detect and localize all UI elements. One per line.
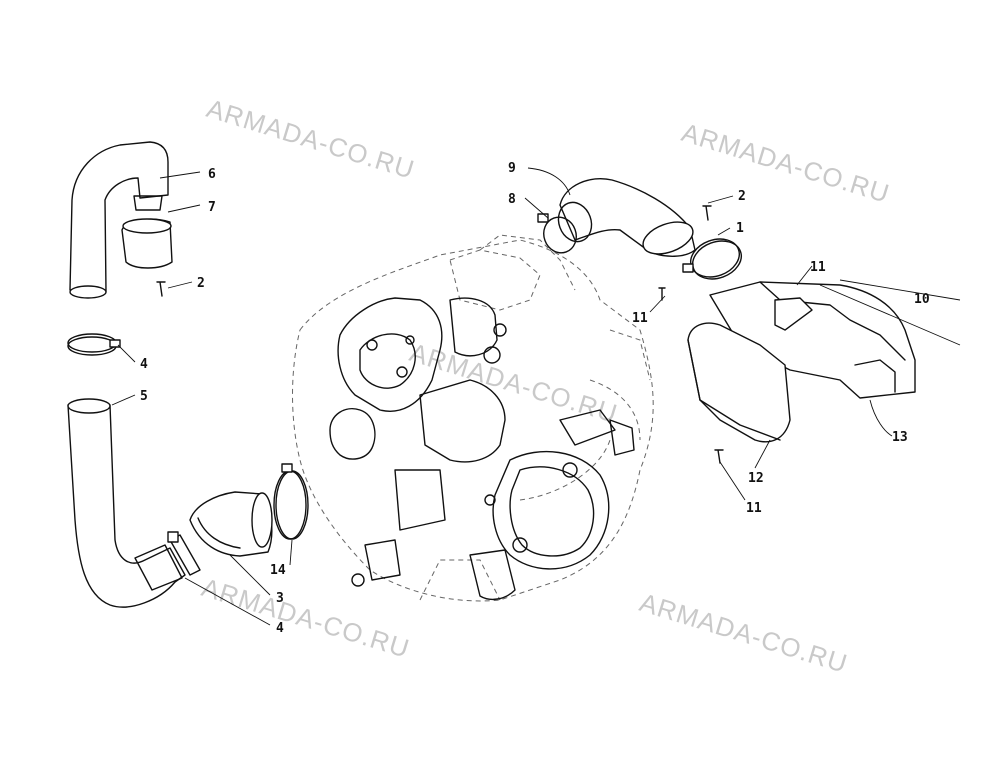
air-box-cover	[687, 322, 791, 443]
watermark: ARMADA-CO.RU	[636, 587, 851, 679]
callout-4: 4	[276, 621, 284, 636]
callout-11: 11	[746, 501, 762, 516]
callout-2: 2	[197, 276, 205, 291]
callout-11: 11	[632, 311, 648, 326]
callout-5: 5	[140, 389, 148, 404]
callout-13: 13	[892, 430, 908, 445]
callout-4: 4	[140, 357, 148, 372]
clamp	[682, 238, 742, 280]
callout-2: 2	[738, 189, 746, 204]
watermark: ARMADA-CO.RU	[406, 337, 621, 429]
callout-14: 14	[270, 563, 286, 578]
screw	[714, 449, 724, 464]
callout-1: 1	[736, 221, 744, 236]
intake-duct-upper	[69, 141, 169, 299]
callout-3: 3	[276, 591, 284, 606]
screw	[156, 281, 166, 297]
hose-clamp	[67, 333, 121, 356]
screw	[702, 205, 712, 221]
leader-lines	[111, 167, 961, 626]
intake-boot	[189, 491, 273, 557]
intake-cap	[121, 218, 173, 269]
callout-8: 8	[508, 192, 516, 207]
watermark: ARMADA-CO.RU	[198, 572, 413, 664]
hose-clamp	[167, 531, 201, 576]
air-box-housing	[709, 281, 916, 399]
ring-clamp	[273, 463, 309, 540]
callout-labels: 6 7 2 4 5 3 4 14 9 8 2 1 11 11 10 13 12 …	[140, 161, 930, 636]
engine-phantom	[292, 234, 654, 602]
watermark: ARMADA-CO.RU	[203, 93, 418, 185]
engine-body	[329, 297, 635, 601]
callout-12: 12	[748, 471, 764, 486]
callout-6: 6	[208, 167, 216, 182]
intake-duct-lower	[67, 398, 186, 608]
watermark-group: ARMADA-CO.RU ARMADA-CO.RU ARMADA-CO.RU A…	[198, 93, 893, 679]
callout-7: 7	[208, 200, 216, 215]
callout-11: 11	[810, 260, 826, 275]
callout-9: 9	[508, 161, 516, 176]
screw	[658, 287, 666, 301]
callout-10: 10	[914, 292, 930, 307]
watermark: ARMADA-CO.RU	[678, 117, 893, 209]
elbow-duct	[557, 178, 696, 257]
